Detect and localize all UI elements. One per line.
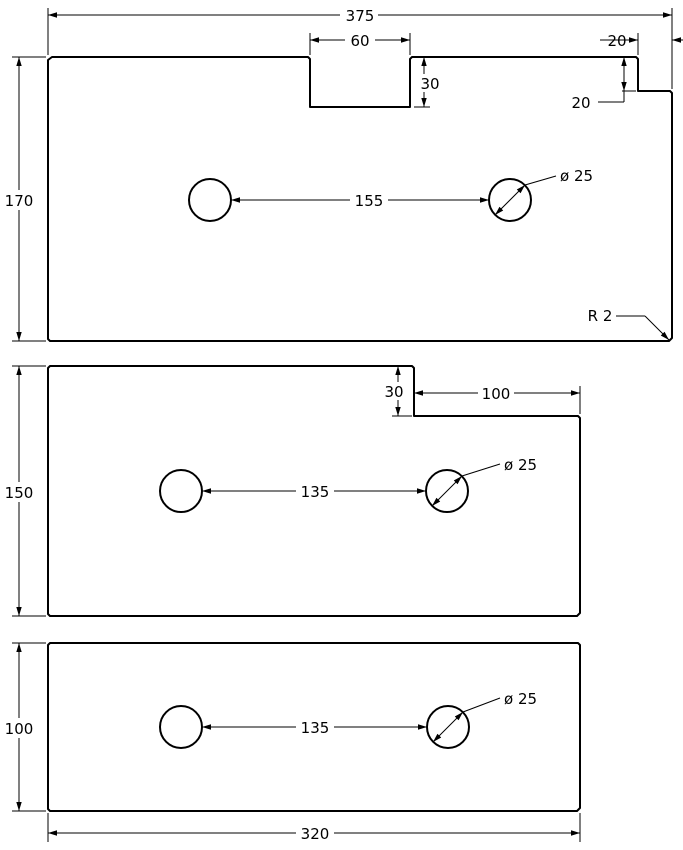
dim-middle-step-width-text: 100 bbox=[482, 385, 511, 403]
dim-notch-width-text: 60 bbox=[350, 32, 369, 50]
plate-bottom: 100 320 135 ø 25 bbox=[4, 642, 581, 843]
dim-bottom-width: 320 bbox=[47, 813, 581, 843]
dim-top-hole-spacing: 155 bbox=[231, 190, 489, 210]
dim-notch-depth-text: 30 bbox=[420, 75, 439, 93]
dim-middle-height-text: 150 bbox=[5, 484, 34, 502]
dim-top-height-text: 170 bbox=[5, 192, 34, 210]
dim-bottom-height-text: 100 bbox=[5, 720, 34, 738]
dim-bottom-hole-spacing: 135 bbox=[202, 717, 427, 737]
dim-corner-step-width: 20 bbox=[600, 32, 683, 55]
plate-middle-hole-left bbox=[159, 469, 203, 513]
dim-corner-step-depth-text: 20 bbox=[571, 94, 590, 112]
dim-notch-width: 60 bbox=[309, 31, 411, 55]
dim-bottom-hole-spacing-text: 135 bbox=[301, 719, 330, 737]
dim-middle-hole-diameter: ø 25 bbox=[431, 456, 537, 507]
dim-middle-step-width: 100 bbox=[414, 384, 581, 414]
dim-bottom-height: 100 bbox=[4, 642, 46, 812]
plate-middle: 150 30 100 135 ø 25 bbox=[4, 365, 581, 617]
dim-notch-depth: 30 bbox=[414, 57, 442, 108]
dim-top-hole-spacing-text: 155 bbox=[355, 192, 384, 210]
dim-corner-radius-text: R 2 bbox=[588, 307, 613, 325]
plate-bottom-hole-left bbox=[159, 705, 203, 749]
dim-top-hole-diameter: ø 25 bbox=[494, 167, 593, 216]
dim-middle-hole-spacing-text: 135 bbox=[301, 483, 330, 501]
dim-top-height: 170 bbox=[4, 56, 46, 342]
dim-bottom-hole-diameter-text: ø 25 bbox=[504, 690, 537, 708]
dim-corner-step-width-text: 20 bbox=[607, 32, 626, 50]
dim-bottom-width-text: 320 bbox=[301, 825, 330, 843]
dim-middle-hole-diameter-text: ø 25 bbox=[504, 456, 537, 474]
dim-middle-step-depth: 30 bbox=[382, 366, 412, 417]
dim-overall-width-text: 375 bbox=[346, 7, 375, 25]
dim-middle-height: 150 bbox=[4, 365, 46, 617]
plate-top: 375 60 30 20 bbox=[4, 6, 683, 342]
dim-corner-step-depth: 20 bbox=[571, 57, 636, 112]
plate-top-outline bbox=[47, 56, 673, 342]
dim-middle-hole-spacing: 135 bbox=[202, 481, 426, 501]
plate-top-hole-left bbox=[188, 178, 232, 222]
dim-middle-step-depth-text: 30 bbox=[384, 383, 403, 401]
dim-bottom-hole-diameter: ø 25 bbox=[432, 690, 537, 743]
dim-corner-radius: R 2 bbox=[588, 307, 670, 341]
dim-top-hole-diameter-text: ø 25 bbox=[560, 167, 593, 185]
plate-bottom-outline bbox=[47, 642, 581, 812]
plate-middle-outline bbox=[47, 365, 581, 617]
dim-overall-width: 375 bbox=[47, 6, 673, 89]
